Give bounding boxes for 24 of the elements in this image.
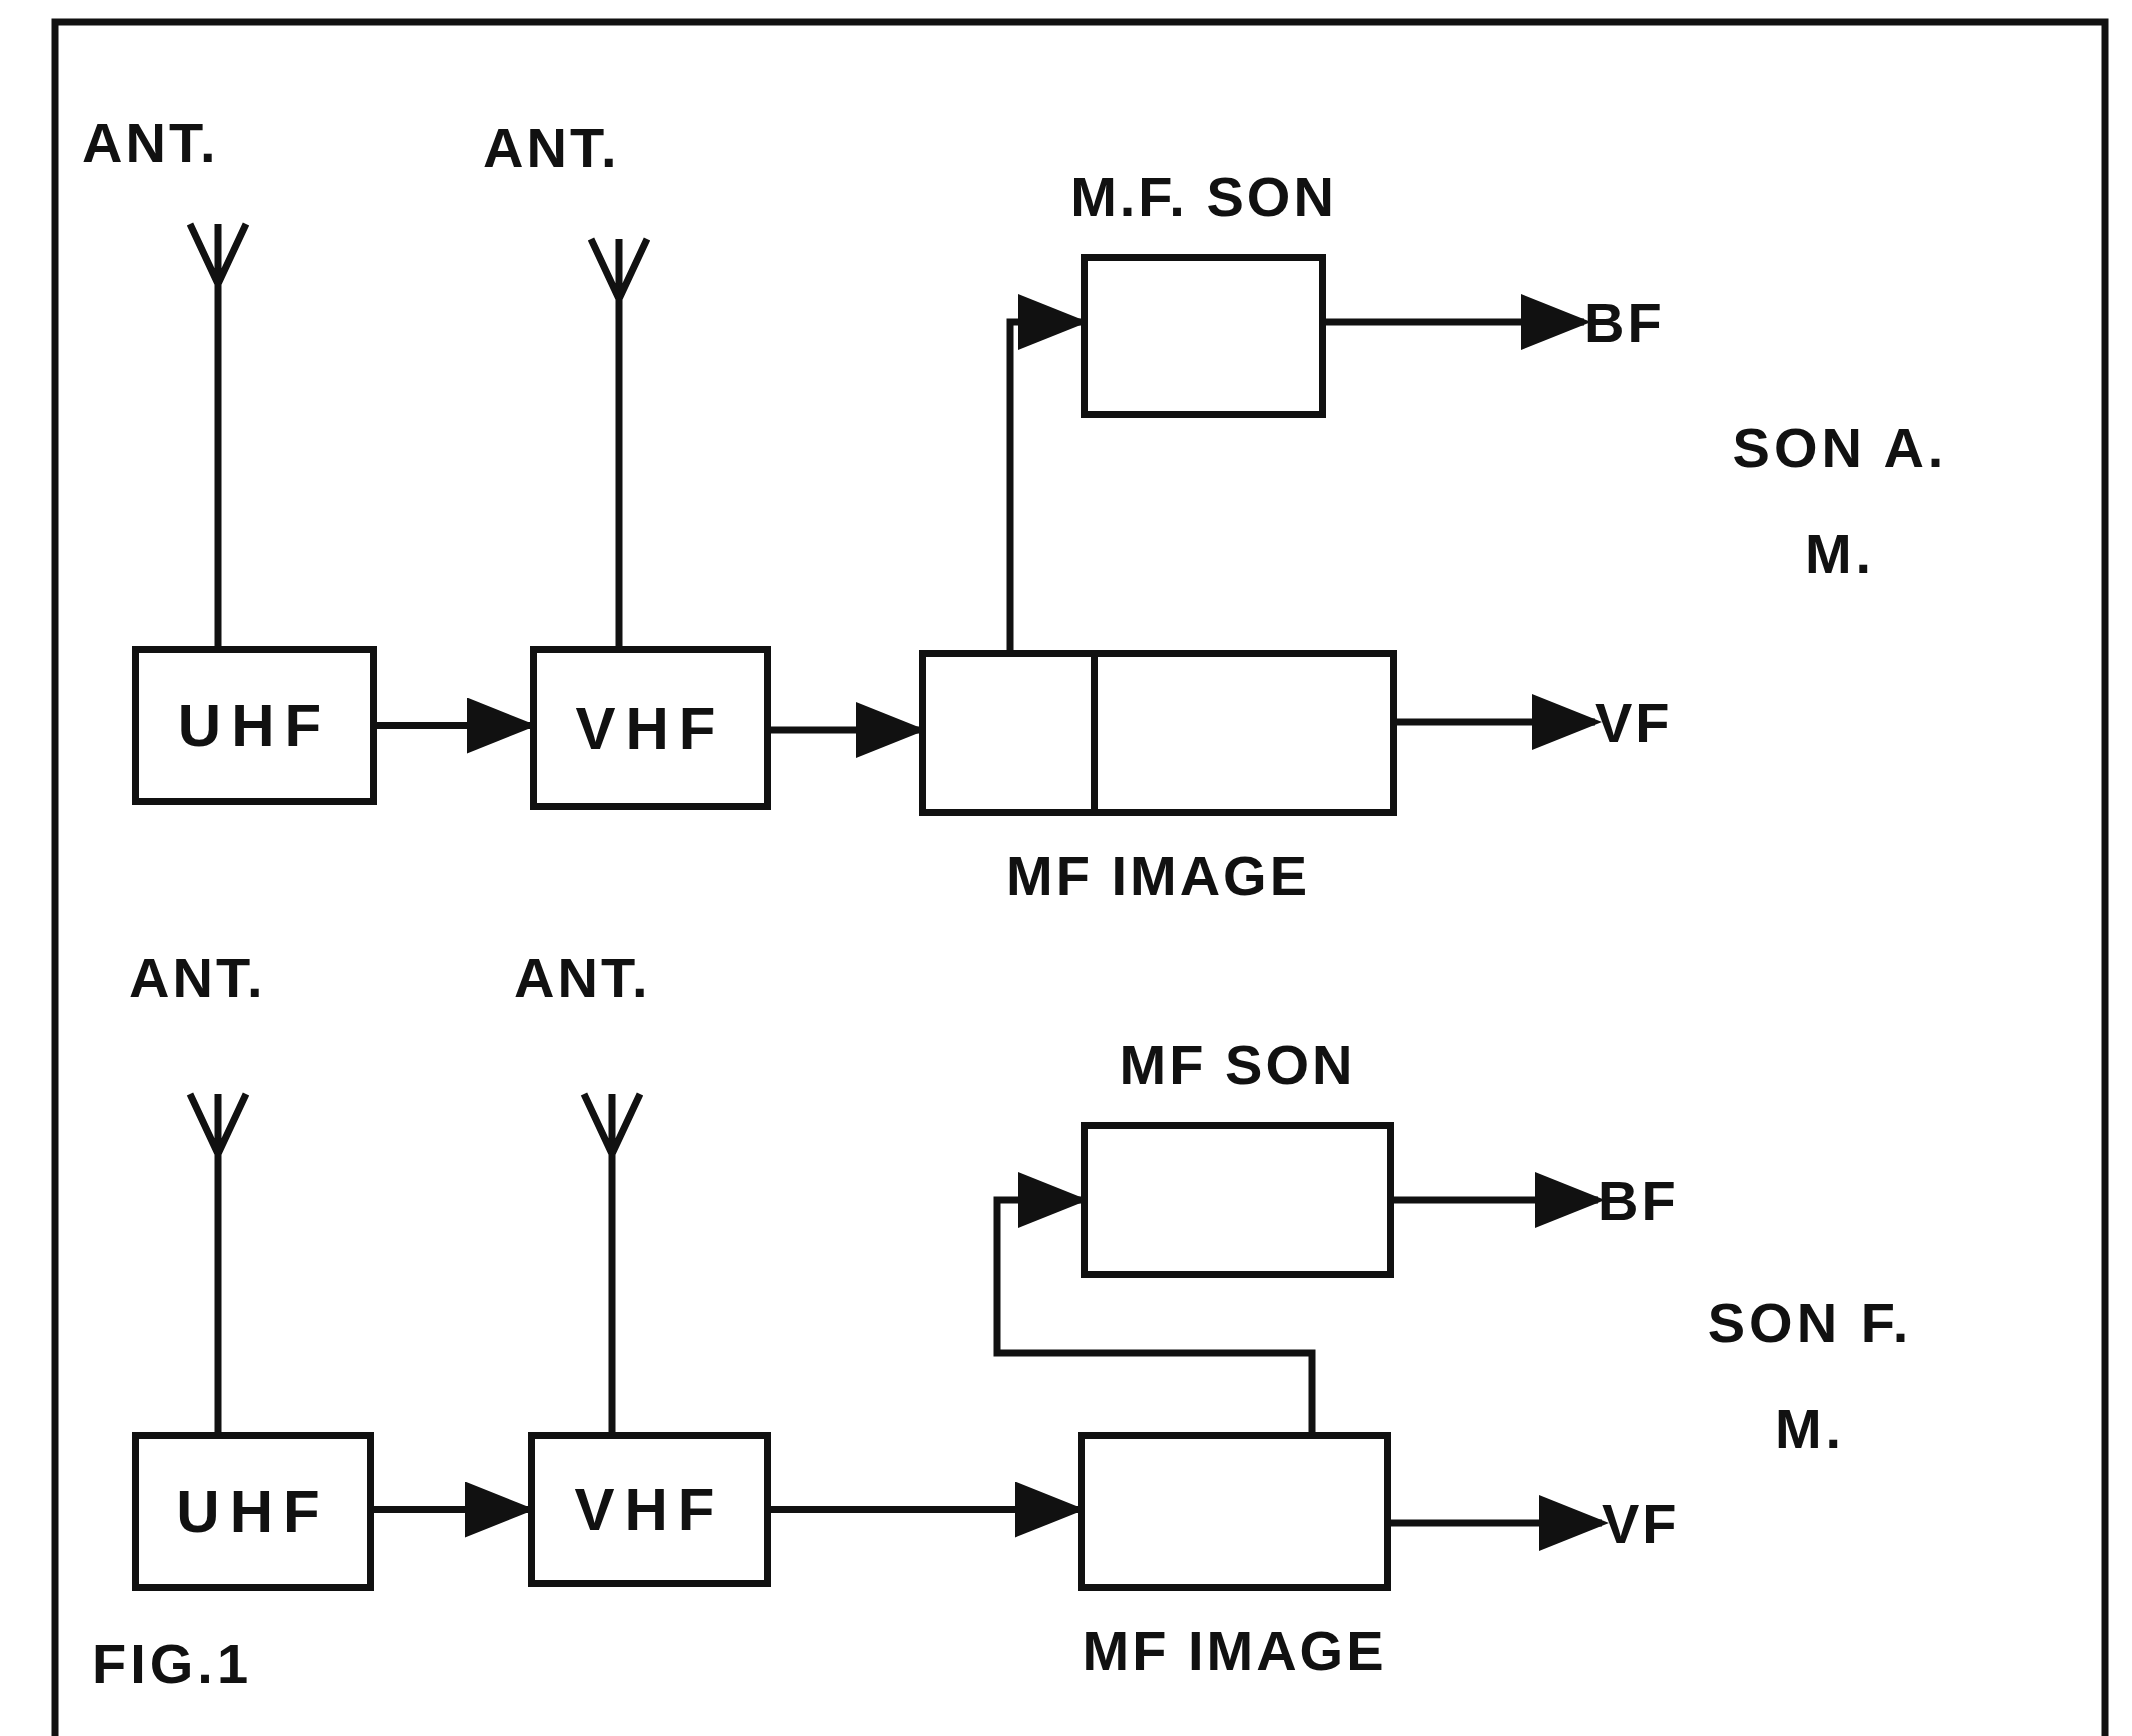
antenna-label: ANT. [129,945,266,1010]
block-label: VHF [575,693,726,763]
block-label: MF IMAGE [1082,1618,1387,1683]
block-box [528,1432,771,1587]
signal-label: BF [1584,290,1665,355]
block-label: UHF [176,1477,330,1546]
block-label: M.F. SON [1070,164,1337,229]
block-label: MF SON [1119,1032,1356,1097]
signal-label: VF [1602,1491,1680,1556]
block-box [530,646,771,810]
mode-label: SON F. M. [1706,1290,1914,1463]
block-label: VHF [574,1475,725,1544]
mode-label: SON A. M. [1731,415,1949,588]
figure-label: FIG.1 [92,1631,254,1697]
block-label: UHF [177,691,332,760]
antenna-label: ANT. [514,945,651,1010]
arrow [993,1172,1316,1432]
antenna-label: ANT. [82,110,219,175]
antenna-label: ANT. [483,115,620,180]
block-label: MF IMAGE [1006,843,1310,908]
signal-label: VF [1595,690,1673,755]
block-box [132,646,377,805]
signal-label: BF [1598,1168,1679,1233]
block-box [132,1432,374,1591]
